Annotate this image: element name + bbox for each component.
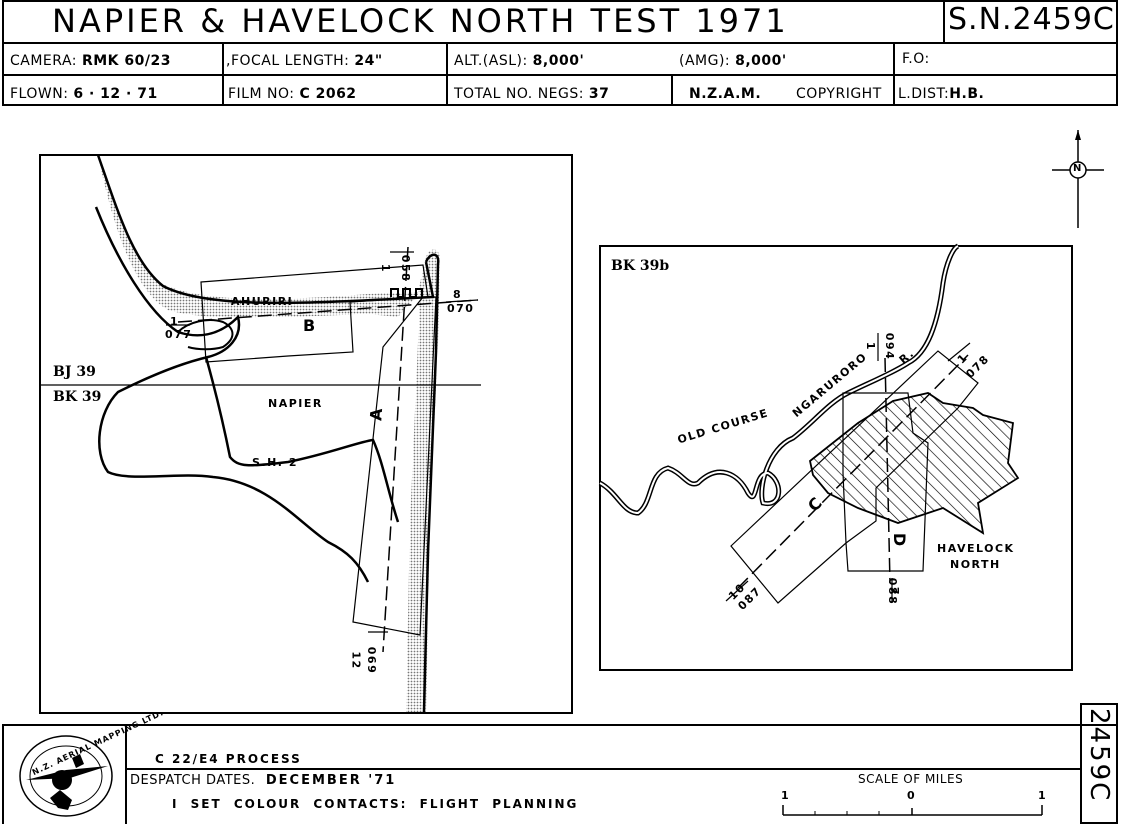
sh2-label: S.H. 2 bbox=[252, 456, 298, 469]
strip-b-label: B bbox=[303, 316, 316, 335]
ldist-value: H.B. bbox=[949, 86, 985, 102]
strip-a-end-bot: 069 bbox=[365, 646, 379, 675]
strip-b-start-bot: 077 bbox=[165, 328, 193, 341]
north-letter: N bbox=[1073, 163, 1082, 174]
header-vrule-3 bbox=[671, 75, 673, 106]
camera-cell: CAMERA: RMK 60/23 bbox=[10, 53, 171, 69]
sortie-number: S.N.2459C bbox=[948, 2, 1115, 37]
camera-value: RMK 60/23 bbox=[81, 53, 171, 69]
north-arrow-icon bbox=[1052, 130, 1104, 228]
strip-d-end-bot: 088 bbox=[886, 577, 900, 606]
footer-top-rule bbox=[2, 724, 1118, 726]
scale-title: SCALE OF MILES bbox=[858, 772, 964, 786]
scale-mid-label: 0 bbox=[907, 789, 916, 802]
film-cell: FILM NO: C 2062 bbox=[228, 86, 357, 102]
strip-d-label: D bbox=[890, 532, 910, 547]
strip-d-start-bot: 094 bbox=[883, 332, 897, 361]
ldist-label: L.DIST: bbox=[898, 86, 950, 102]
strip-a-end-top: 12 bbox=[349, 651, 363, 670]
header-vrule-4 bbox=[893, 43, 895, 106]
sheet-bj39-label: BJ 39 bbox=[53, 364, 96, 380]
ahuriri-label: AHURIRI bbox=[231, 295, 294, 308]
nz-aerial-mapping-logo bbox=[19, 735, 113, 817]
header-vrule-1 bbox=[222, 43, 224, 106]
strip-b-end-bot: 070 bbox=[447, 302, 475, 315]
alt-asl-value: 8,000' bbox=[532, 53, 585, 69]
negs-value: 37 bbox=[588, 86, 610, 102]
header-rule-2 bbox=[2, 74, 1118, 76]
film-value: C 2062 bbox=[299, 86, 357, 102]
strip-a-start-top: 1 bbox=[379, 263, 393, 274]
north-label: NORTH bbox=[950, 558, 1001, 571]
strip-b-start-top: 1 bbox=[170, 315, 180, 328]
alt-amg-label: (AMG): bbox=[679, 53, 731, 69]
process-label: C 22/E4 PROCESS bbox=[155, 752, 302, 766]
map-title: NAPIER & HAVELOCK NORTH TEST 1971 bbox=[52, 2, 789, 40]
camera-label: CAMERA: bbox=[10, 53, 77, 69]
header-vrule-2 bbox=[446, 43, 448, 106]
strip-a-start-bot: 058 bbox=[399, 254, 413, 283]
side-id-box bbox=[1080, 703, 1118, 824]
strip-d-start-top: 1 bbox=[864, 341, 878, 352]
despatch-label: DESPATCH DATES. bbox=[130, 773, 256, 788]
focal-value: 24" bbox=[354, 53, 383, 69]
alt-amg-cell: (AMG): 8,000' bbox=[679, 53, 787, 69]
flown-cell: FLOWN: 6 · 12 · 71 bbox=[10, 86, 158, 102]
negs-label: TOTAL NO. NEGS: bbox=[454, 86, 584, 102]
flown-value: 6 · 12 · 71 bbox=[73, 86, 158, 102]
scale-right-label: 1 bbox=[1038, 789, 1047, 802]
scale-left-label: 1 bbox=[781, 789, 790, 802]
scale-bar bbox=[782, 805, 1043, 816]
footer-mid-rule bbox=[127, 768, 1082, 770]
focal-cell: ,FOCAL LENGTH: 24" bbox=[226, 53, 383, 69]
ldist-cell: L.DIST:H.B. bbox=[898, 86, 984, 102]
footer-left-rule bbox=[2, 724, 4, 824]
nzam-label: N.Z.A.M. bbox=[689, 86, 762, 102]
header-rule-1 bbox=[2, 42, 1118, 44]
strip-a-label: A bbox=[366, 407, 387, 422]
negs-cell: TOTAL NO. NEGS: 37 bbox=[454, 86, 609, 102]
despatch-cell: DESPATCH DATES. DECEMBER '71 bbox=[130, 773, 396, 788]
right-map bbox=[598, 243, 1073, 671]
napier-label: NAPIER bbox=[268, 397, 323, 410]
alt-asl-cell: ALT.(ASL): 8,000' bbox=[454, 53, 584, 69]
header-outer bbox=[2, 0, 1118, 106]
havelock-north-area bbox=[809, 392, 1020, 535]
copyright-label: COPYRIGHT bbox=[796, 86, 882, 102]
alt-amg-value: 8,000' bbox=[735, 53, 787, 69]
footer-logo-rule bbox=[125, 726, 127, 824]
despatch-value: DECEMBER '71 bbox=[265, 773, 397, 788]
havelock-label: HAVELOCK bbox=[937, 542, 1015, 555]
strip-b-end-top: 8 bbox=[453, 288, 463, 301]
header-vrule-sortie bbox=[943, 0, 945, 42]
film-label: FILM NO: bbox=[228, 86, 295, 102]
focal-label: ,FOCAL LENGTH: bbox=[226, 53, 350, 69]
left-map bbox=[39, 154, 573, 714]
sheet-bk39b-label: BK 39b bbox=[611, 258, 670, 274]
alt-asl-label: ALT.(ASL): bbox=[454, 53, 528, 69]
flown-label: FLOWN: bbox=[10, 86, 69, 102]
side-id-label: 2459C bbox=[1084, 708, 1114, 803]
sheet-bk39-label: BK 39 bbox=[53, 389, 102, 405]
contacts-label: I SET COLOUR CONTACTS: FLIGHT PLANNING bbox=[172, 797, 579, 811]
fo-label: F.O: bbox=[902, 51, 930, 67]
left-map-frame bbox=[39, 154, 573, 714]
